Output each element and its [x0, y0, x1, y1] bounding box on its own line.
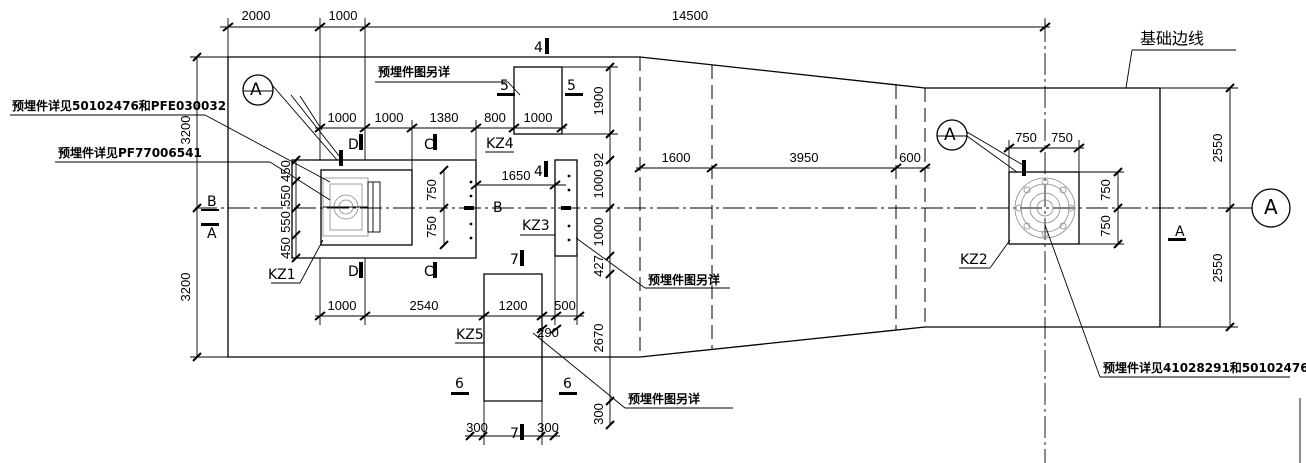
svg-text:1000: 1000 — [524, 110, 553, 125]
svg-text:92: 92 — [591, 153, 606, 167]
section-4-mid: 4 — [534, 164, 543, 180]
section-c-top: C — [424, 137, 434, 153]
svg-text:3200: 3200 — [178, 273, 193, 302]
detail-circle-right — [936, 119, 1024, 173]
svg-text:290: 290 — [537, 325, 559, 340]
svg-text:1650: 1650 — [502, 168, 531, 183]
svg-text:2670: 2670 — [591, 324, 606, 353]
svg-text:600: 600 — [899, 150, 921, 165]
center-lines — [195, 20, 1240, 463]
svg-text:750: 750 — [1015, 130, 1037, 145]
dimension-texts: 2000 1000 14500 1000 1000 1380 800 1000 … — [178, 8, 1225, 435]
detail-label-right-a: A — [944, 125, 956, 145]
svg-text:3200: 3200 — [178, 116, 193, 145]
kz1-embed-graphic — [322, 177, 381, 237]
note-embed-kz2: 预埋件详见41028291和50102476 — [1103, 360, 1306, 375]
svg-text:750: 750 — [1098, 179, 1113, 201]
section-markers — [201, 38, 1186, 440]
svg-text:750: 750 — [424, 179, 439, 201]
kz5-pit — [483, 273, 543, 402]
pit-d-inner — [320, 169, 413, 246]
section-4-top: 4 — [534, 40, 543, 56]
svg-text:1000: 1000 — [328, 110, 357, 125]
svg-text:2550: 2550 — [1210, 134, 1225, 163]
kz4-box — [513, 66, 563, 135]
kz3-label: KZ3 — [522, 218, 550, 234]
section-c-bottom: C — [424, 264, 434, 280]
svg-text:1000: 1000 — [328, 298, 357, 313]
dashed-lines — [639, 57, 926, 357]
kz1-label: KZ1 — [268, 267, 296, 283]
svg-text:1600: 1600 — [662, 150, 691, 165]
svg-text:800: 800 — [484, 110, 506, 125]
section-7-top: 7 — [510, 252, 519, 268]
svg-text:750: 750 — [1098, 215, 1113, 237]
svg-text:1380: 1380 — [430, 110, 459, 125]
dimension-lines — [190, 18, 1238, 445]
svg-text:14500: 14500 — [672, 8, 708, 23]
svg-text:550: 550 — [278, 211, 293, 233]
svg-text:1000: 1000 — [375, 110, 404, 125]
note-embed-kz5: 预埋件图另详 — [628, 391, 700, 406]
svg-text:550: 550 — [278, 185, 293, 207]
kz2-box — [1008, 171, 1080, 245]
section-d-bottom: D — [348, 264, 359, 280]
svg-text:2000: 2000 — [242, 8, 271, 23]
section-b-mid: B — [493, 200, 503, 216]
svg-text:300: 300 — [466, 420, 488, 435]
section-b-left: B — [207, 194, 217, 210]
axis-bubble-a — [1230, 188, 1291, 228]
kz3-box — [554, 159, 578, 257]
foundation-edge-label: 基础边线 — [1140, 29, 1204, 48]
axis-label-a: A — [1264, 195, 1278, 219]
section-a-left: A — [207, 226, 217, 242]
svg-text:3950: 3950 — [790, 150, 819, 165]
kz5-label: KZ5 — [456, 327, 484, 343]
svg-text:450: 450 — [278, 237, 293, 259]
svg-text:1000: 1000 — [591, 218, 606, 247]
svg-text:1000: 1000 — [329, 8, 358, 23]
labels: A A A B A B A C C D D 4 4 5 5 6 6 7 7 KZ… — [207, 29, 1278, 442]
note-embed-kz3: 预埋件图另详 — [648, 272, 720, 287]
svg-text:2540: 2540 — [410, 298, 439, 313]
svg-text:2550: 2550 — [1210, 254, 1225, 283]
detail-label-left-a: A — [250, 80, 262, 100]
svg-text:1900: 1900 — [591, 87, 606, 116]
notes: 预埋件图另详 预埋件详见50102476和PFE030032 预埋件详见PF77… — [12, 64, 1306, 406]
svg-text:750: 750 — [424, 216, 439, 238]
svg-text:300: 300 — [591, 403, 606, 425]
svg-text:1200: 1200 — [499, 298, 528, 313]
detail-circle-left — [242, 74, 341, 161]
note-embed-kz1-b: 预埋件详见PF77006541 — [58, 145, 202, 160]
section-a-right: A — [1175, 224, 1185, 240]
section-5-right: 5 — [567, 78, 576, 94]
kz4-label: KZ4 — [486, 136, 514, 152]
section-6-left: 6 — [455, 376, 464, 392]
svg-text:1000: 1000 — [591, 170, 606, 199]
svg-text:427: 427 — [591, 255, 606, 277]
svg-text:450: 450 — [278, 160, 293, 182]
section-d-top: D — [348, 137, 359, 153]
svg-text:500: 500 — [554, 298, 576, 313]
svg-text:300: 300 — [537, 420, 559, 435]
kz2-label: KZ2 — [960, 252, 988, 268]
anchor-dots — [464, 174, 571, 242]
note-embed-top: 预埋件图另详 — [378, 64, 450, 79]
section-6-right: 6 — [563, 376, 572, 392]
section-5-left: 5 — [500, 78, 509, 94]
leaders — [10, 49, 1290, 409]
pit-c — [291, 159, 477, 259]
note-embed-kz1-a: 预埋件详见50102476和PFE030032 — [12, 98, 226, 113]
section-7-bottom: 7 — [510, 426, 519, 442]
svg-text:750: 750 — [1051, 130, 1073, 145]
